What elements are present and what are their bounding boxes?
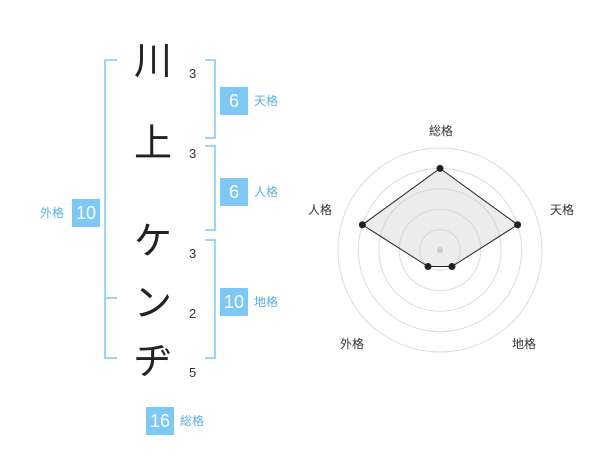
jinkaku-bracket <box>205 145 216 231</box>
radar-point-0 <box>436 164 444 172</box>
name-char-1: 川 <box>133 39 172 83</box>
radar-points <box>358 164 522 271</box>
soukaku-label: 総格 <box>180 414 205 428</box>
radar-polygon <box>361 167 519 268</box>
radar-axis-label-soukaku: 総格 <box>428 124 453 138</box>
jinkaku-label: 人格 <box>254 185 279 199</box>
name-char-3: ケ <box>133 219 172 263</box>
radar-axis-label-jinkaku: 人格 <box>307 203 332 217</box>
radar-point-3 <box>424 263 432 271</box>
tenkaku-value: 6 <box>220 87 248 115</box>
radar-axis-label-gaikaku: 外格 <box>339 337 364 351</box>
tenkaku-label: 天格 <box>254 94 279 108</box>
stroke-count-4: 2 <box>189 306 197 321</box>
name-char-4: ン <box>133 281 172 325</box>
soukaku-value: 16 <box>146 407 174 435</box>
gaikaku-bracket <box>104 59 117 359</box>
stroke-count-1: 3 <box>189 66 197 81</box>
chikaku-value: 10 <box>220 288 248 316</box>
stroke-count-2: 3 <box>189 146 197 161</box>
radar-point-1 <box>514 221 522 229</box>
name-char-2: 上 <box>133 121 172 165</box>
stroke-count-5: 5 <box>189 365 197 380</box>
radar-axis-label-tenkaku: 天格 <box>549 203 574 217</box>
gaikaku-label: 外格 <box>40 206 65 220</box>
radar-ring <box>378 188 502 312</box>
radar-center <box>437 247 443 253</box>
name-char-5: ヂ <box>133 339 172 383</box>
radar-point-2 <box>448 263 456 271</box>
stroke-count-3: 3 <box>189 246 197 261</box>
tenkaku-bracket <box>205 59 216 139</box>
chikaku-label: 地格 <box>254 295 279 309</box>
radar-shape <box>361 167 519 268</box>
radar-ring <box>419 229 461 271</box>
radar-ring <box>337 147 543 353</box>
radar-axis-label-chikaku: 地格 <box>511 337 536 351</box>
jinkaku-value: 6 <box>220 178 248 206</box>
gaikaku-value: 10 <box>72 199 100 227</box>
chikaku-bracket <box>205 239 216 359</box>
radar-point-4 <box>358 221 366 229</box>
radar-ring <box>398 208 482 292</box>
